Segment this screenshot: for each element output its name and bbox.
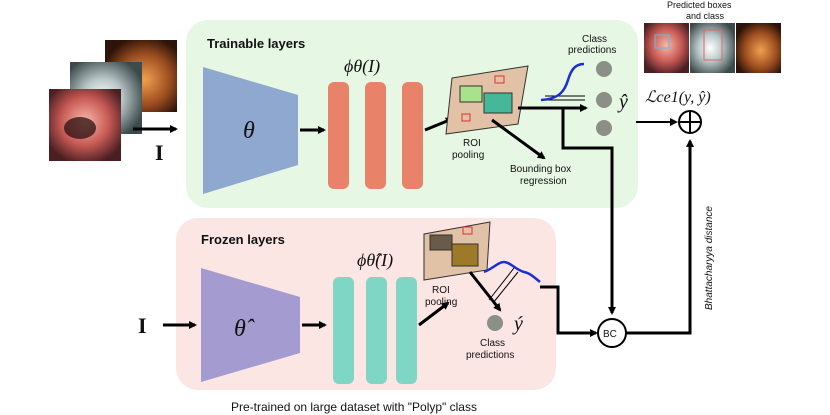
input-image-stack xyxy=(49,40,177,161)
trainable-feature-map-3 xyxy=(402,82,423,189)
predicted-boxes-label-1: Predicted boxes xyxy=(667,0,732,10)
trainable-roi-label-2: pooling xyxy=(452,150,484,161)
predicted-thumb-1-box xyxy=(654,34,670,49)
class-dot-3 xyxy=(596,120,612,136)
trainable-encoder-symbol: θ xyxy=(243,118,255,144)
connector-trainable-to-bc xyxy=(561,108,616,315)
trainable-roi-label-1: ROI xyxy=(463,138,481,149)
bc-label: BC xyxy=(603,329,617,340)
endoscopy-lumen xyxy=(64,117,96,139)
trainable-feature-map-1 xyxy=(328,82,349,189)
classifier-axis-frozen-2 xyxy=(492,271,519,304)
class-dot-2 xyxy=(596,92,612,108)
trainable-output-symbol: ŷ xyxy=(617,91,628,113)
connector-frozen-to-bc xyxy=(540,285,598,337)
frozen-roi-proposal-dark xyxy=(429,234,453,251)
predicted-boxes-label-2: and class xyxy=(686,11,725,21)
frozen-feature-map-1 xyxy=(333,277,354,384)
input-symbol-trainable: I xyxy=(155,140,164,165)
trainable-encoder xyxy=(203,67,298,194)
frozen-roi-label-1: ROI xyxy=(432,285,450,296)
predicted-thumb-2 xyxy=(690,23,735,73)
frozen-class-dot xyxy=(487,315,503,331)
bbox-label-2: regression xyxy=(520,176,567,187)
connector-bc-to-sum xyxy=(626,139,694,335)
roi-proposal-green xyxy=(459,85,483,103)
frozen-class-pred-2: predictions xyxy=(466,350,514,361)
arrow-frozen-roi-to-dot xyxy=(468,271,502,312)
caption: Pre-trained on large dataset with "Polyp… xyxy=(231,400,477,414)
trainable-feature-map-2 xyxy=(365,82,386,189)
frozen-feature-label: ϕθ̂(I) xyxy=(357,250,393,271)
bhattacharyya-label: Bhattacharyya distance xyxy=(704,206,715,310)
trainable-class-pred-1: Class xyxy=(582,34,607,45)
frozen-title: Frozen layers xyxy=(201,232,285,247)
classifier-axis-frozen xyxy=(488,267,515,301)
frozen-feature-map-3 xyxy=(396,277,417,384)
predicted-thumb-3 xyxy=(736,23,781,73)
frozen-roi-proposal-brown xyxy=(451,243,479,267)
frozen-roi-label-2: pooling xyxy=(425,297,457,308)
bbox-label-1: Bounding box xyxy=(510,164,571,175)
predicted-boxes-thumbnails xyxy=(644,23,781,73)
trainable-feature-label: ϕθ(I) xyxy=(344,56,380,77)
arrow-roi-to-bbox xyxy=(491,118,546,160)
predicted-thumb-2-box xyxy=(703,29,723,61)
input-symbol-frozen: I xyxy=(138,313,147,338)
roi-proposal-small xyxy=(494,75,505,84)
roi-proposal-small-2 xyxy=(461,113,471,122)
frozen-roi-proposal-small xyxy=(462,226,473,235)
frozen-feature-map-2 xyxy=(366,277,387,384)
loss-label: ℒce1(y, ŷ) xyxy=(645,89,711,106)
arrow-features-to-roi-frozen xyxy=(418,301,450,327)
classifier-curve-frozen xyxy=(483,260,541,283)
roi-proposal-teal xyxy=(483,92,513,114)
trainable-class-pred-2: predictions xyxy=(568,45,616,56)
frozen-class-pred-1: Class xyxy=(480,338,505,349)
frozen-output-symbol: ý xyxy=(512,313,523,335)
class-dot-1 xyxy=(596,61,612,77)
trainable-title: Trainable layers xyxy=(207,36,305,51)
classifier-curve-trainable xyxy=(540,62,585,102)
frozen-encoder xyxy=(201,268,300,382)
